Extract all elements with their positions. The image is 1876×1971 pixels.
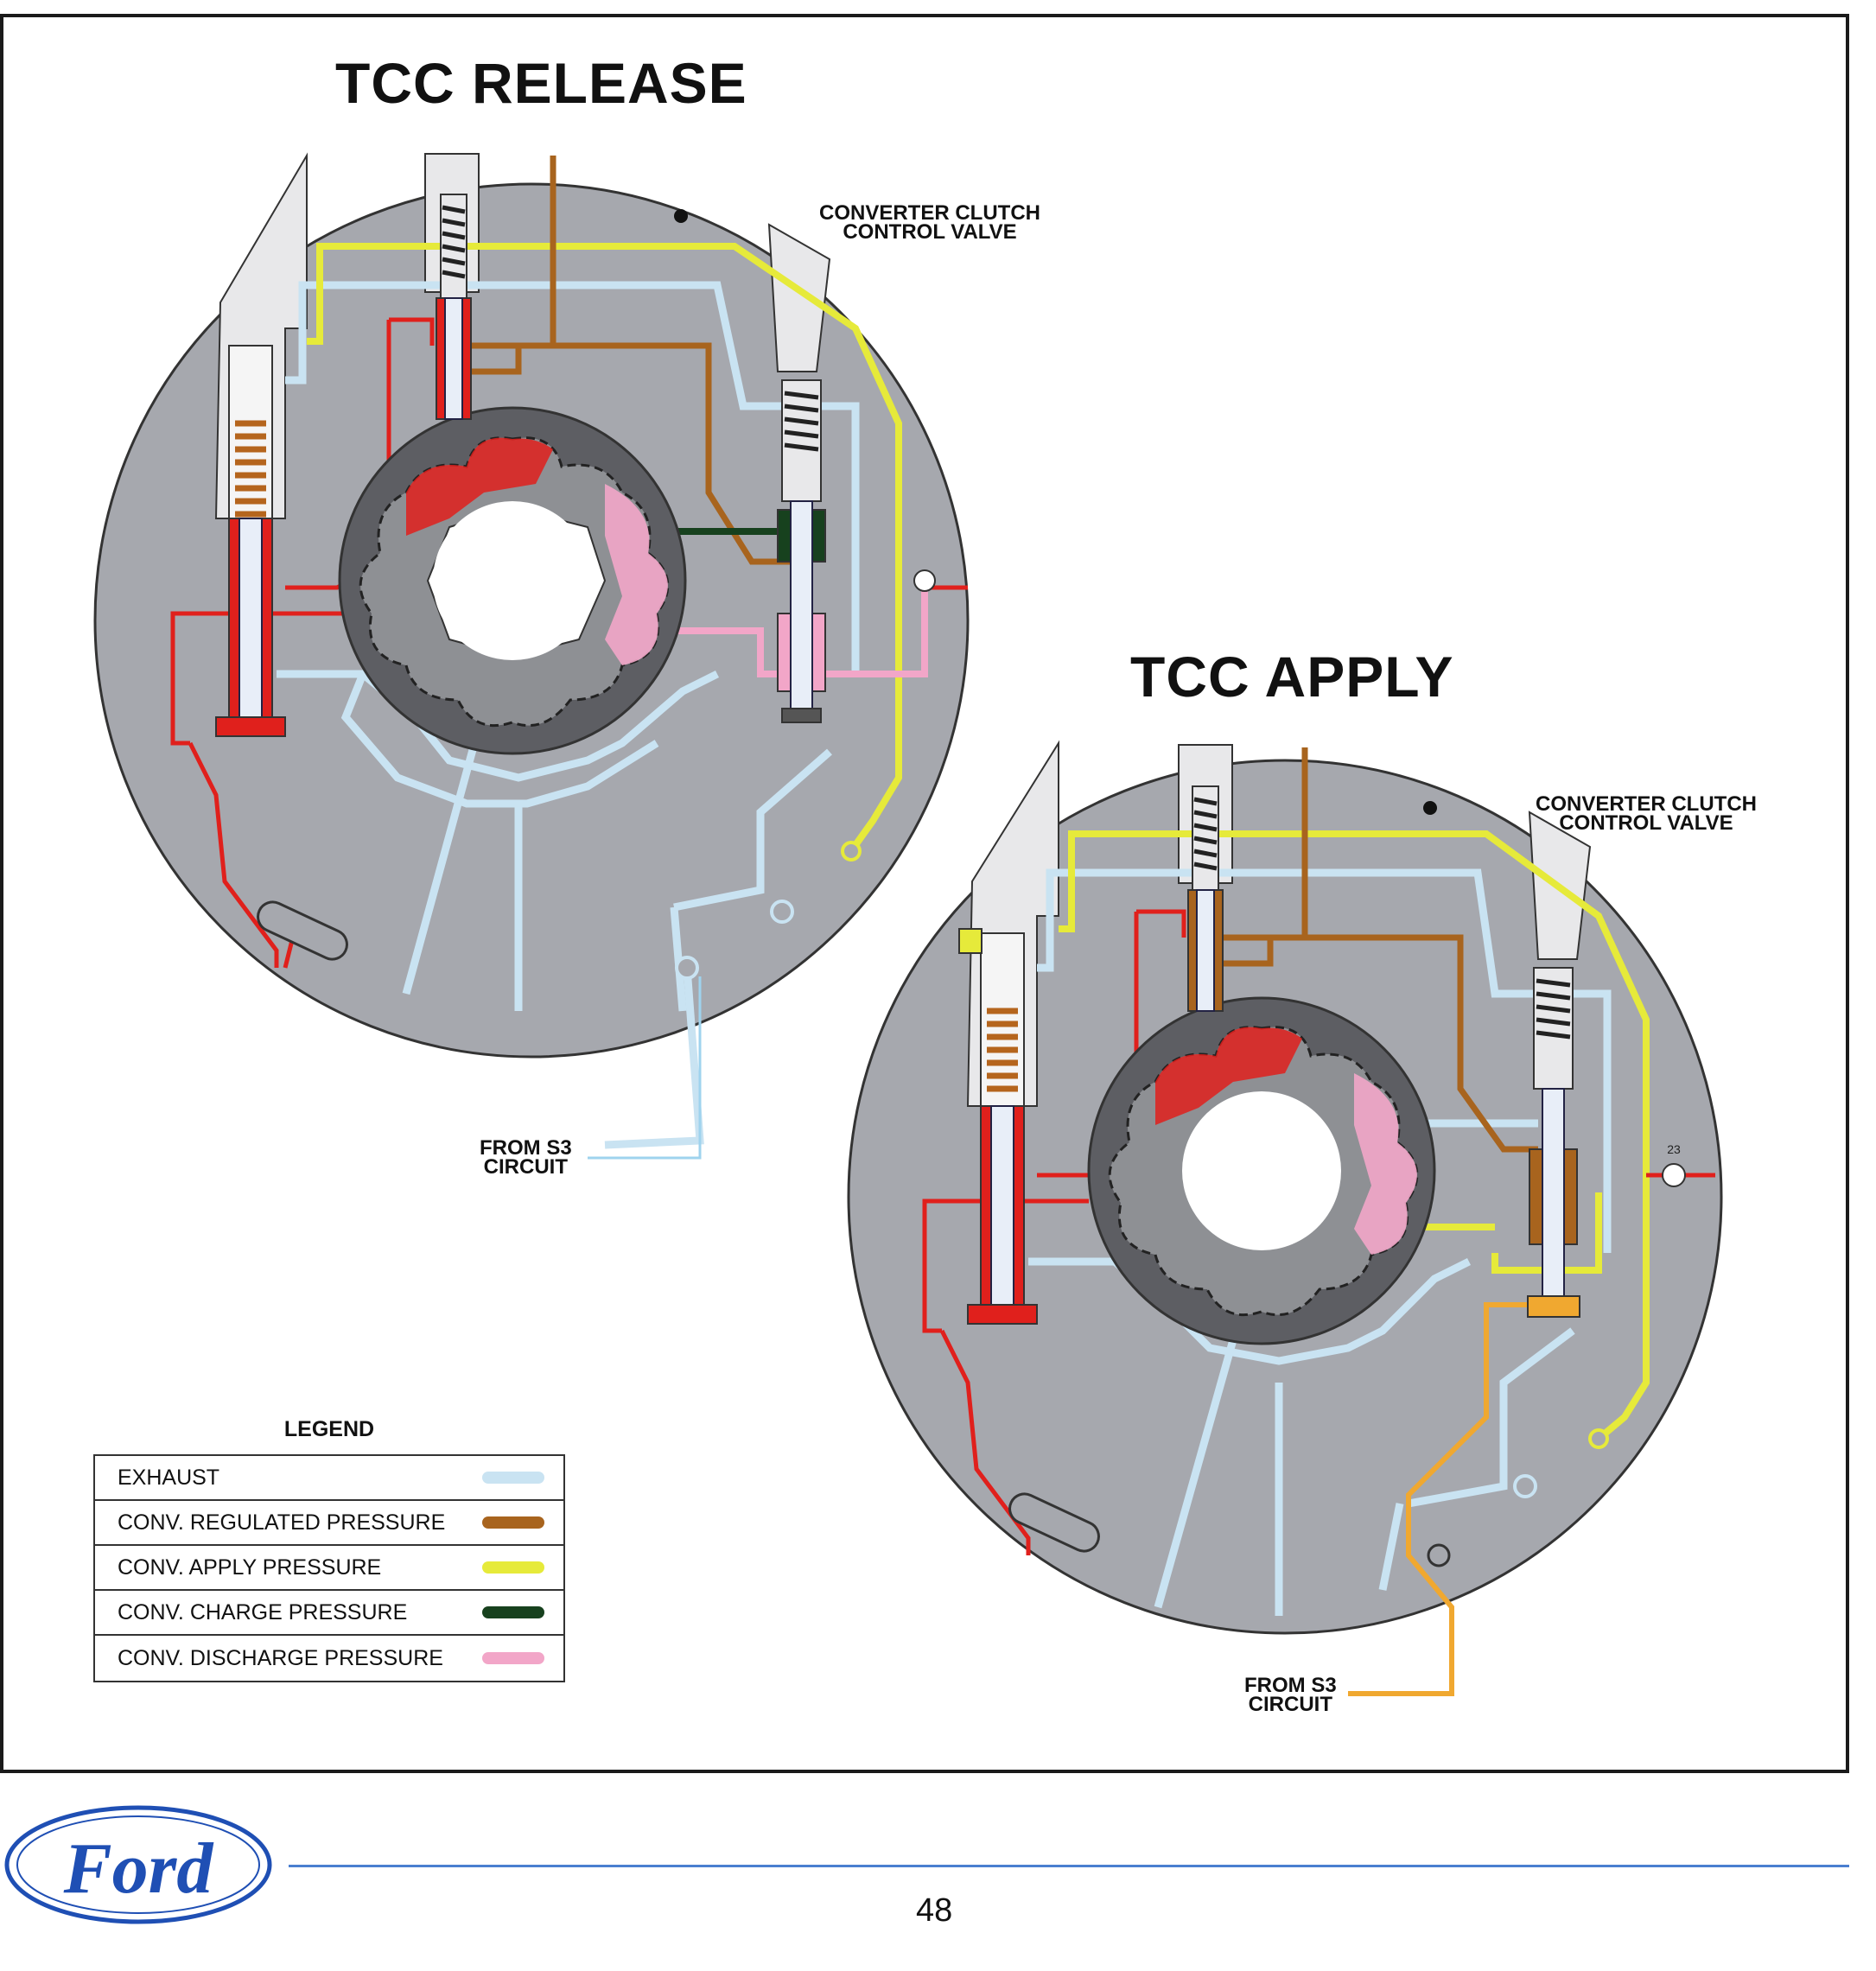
release-pump-red-sector (406, 437, 553, 536)
diagram-frame (0, 14, 1849, 1773)
apply-pump-pink-sector (1354, 1073, 1417, 1255)
release-diagram (93, 152, 970, 1160)
release-title: TCC RELEASE (335, 51, 747, 115)
apply-port-4 (1588, 1428, 1609, 1449)
release-right-bore (767, 223, 831, 372)
release-bottom-port (675, 956, 699, 980)
apply-diagram: 23 (847, 740, 1723, 1696)
ford-logo-text: Ford (63, 1828, 215, 1909)
apply-left-valve (958, 928, 1038, 1325)
apply-port-2 (1427, 1543, 1451, 1567)
ford-oval-logo: Ford (4, 1805, 272, 1924)
apply-check-ball (1423, 801, 1437, 815)
legend-row: CONV. CHARGE PRESSURE (95, 1591, 563, 1636)
release-port-2 (770, 900, 794, 924)
legend-row: CONV. REGULATED PRESSURE (95, 1501, 563, 1546)
legend-table: EXHAUST CONV. REGULATED PRESSURE CONV. A… (93, 1454, 565, 1682)
apply-title: TCC APPLY (1130, 645, 1454, 709)
release-converter-clutch-valve (777, 379, 826, 723)
release-top-valve (436, 194, 472, 420)
legend-row: CONV. DISCHARGE PRESSURE (95, 1636, 563, 1681)
legend-swatch (482, 1652, 544, 1664)
legend-swatch (482, 1516, 544, 1529)
apply-regulated-passages (1218, 747, 1538, 1153)
apply-converter-clutch-valve (1527, 967, 1580, 1318)
apply-port-3 (1513, 1474, 1537, 1498)
release-slot (257, 900, 348, 961)
release-s3-leader (588, 976, 702, 1160)
footer-rule (289, 1865, 1849, 1867)
apply-exhaust-passages (1028, 868, 1612, 1616)
release-left-valve (215, 345, 286, 737)
apply-pump-center (1182, 1091, 1341, 1250)
release-port-3 (841, 841, 862, 862)
release-port (913, 569, 936, 592)
legend-row: CONV. APPLY PRESSURE (95, 1546, 563, 1591)
release-pump-pink-sector (605, 484, 668, 665)
release-regulated-passages (467, 156, 795, 565)
release-discharge-passages (639, 588, 928, 677)
apply-apply-passages (1059, 830, 1650, 1442)
apply-pump-red-sector (1155, 1027, 1302, 1125)
legend: LEGEND EXHAUST CONV. REGULATED PRESSURE … (93, 1417, 565, 1682)
legend-row: EXHAUST (95, 1456, 563, 1501)
legend-swatch (482, 1606, 544, 1618)
apply-top-valve (1187, 785, 1224, 1012)
apply-port-number: 23 (1667, 1142, 1681, 1156)
release-check-ball (674, 209, 688, 223)
apply-s3-feed (1348, 1302, 1538, 1696)
release-pump-center (433, 501, 592, 660)
release-apply-passages (307, 243, 902, 854)
legend-swatch (482, 1561, 544, 1574)
legend-title: LEGEND (283, 1417, 375, 1441)
apply-port (1662, 1163, 1686, 1187)
apply-slot (1008, 1492, 1100, 1553)
page-number: 48 (916, 1892, 953, 1929)
legend-swatch (482, 1472, 544, 1484)
